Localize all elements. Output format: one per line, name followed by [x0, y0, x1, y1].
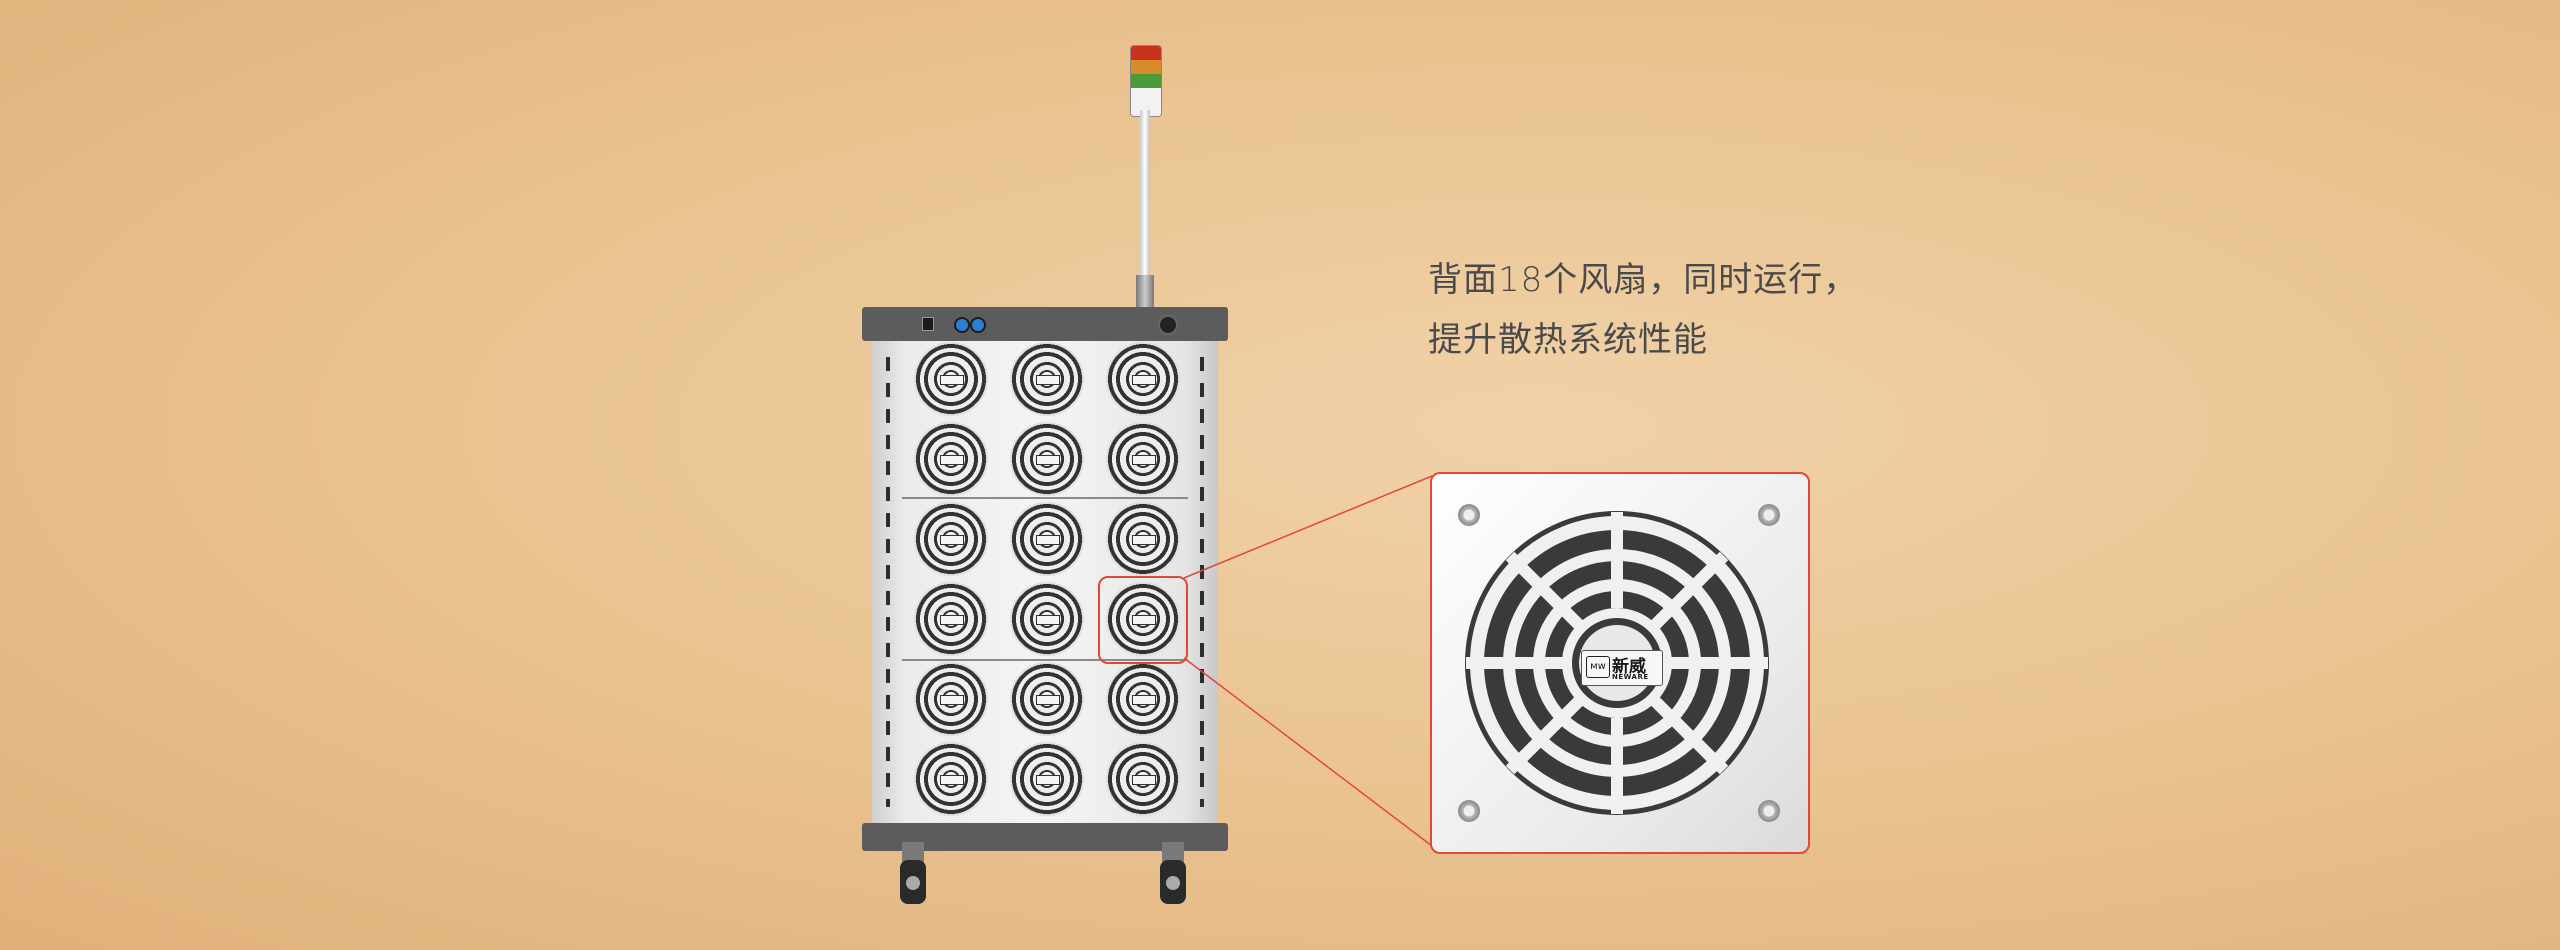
fan-closeup-panel: ᴍᴡ 新威 NEWARE	[1430, 472, 1810, 854]
neware-logo: ᴍᴡ 新威 NEWARE	[1581, 650, 1663, 686]
network-port	[954, 317, 970, 333]
vent-slots-right	[1200, 357, 1204, 807]
cooling-fan	[1010, 662, 1084, 736]
highlighted-fan-frame	[1098, 576, 1188, 664]
cooling-fan	[914, 582, 988, 656]
cabinet	[862, 307, 1228, 851]
cooling-fan	[914, 342, 988, 416]
cooling-fan	[1010, 742, 1084, 816]
logo-mark-icon: ᴍᴡ	[1586, 656, 1610, 678]
signal-tower-base	[1136, 275, 1154, 309]
cooling-fan	[1106, 742, 1180, 816]
cooling-fan	[914, 662, 988, 736]
signal-tower-light	[1130, 45, 1162, 117]
cooling-fan	[1106, 582, 1180, 656]
cooling-fan	[1106, 662, 1180, 736]
cooling-fan	[1106, 422, 1180, 496]
mounting-screw	[1758, 800, 1780, 822]
cooling-fan	[1010, 582, 1084, 656]
cooling-fan	[914, 502, 988, 576]
cooling-fan	[1106, 502, 1180, 576]
logo-chinese: 新威	[1612, 657, 1646, 677]
power-switch	[922, 317, 934, 331]
mounting-screw	[1758, 504, 1780, 526]
signal-tower-pole	[1140, 110, 1150, 310]
headline: 背面18个风扇，同时运行， 提升散热系统性能	[1428, 250, 1858, 370]
panel-divider	[902, 497, 1188, 499]
cooling-fan	[914, 742, 988, 816]
panel-divider	[902, 659, 1188, 661]
cooling-fan	[1106, 342, 1180, 416]
cooling-fan	[1010, 502, 1084, 576]
caster-wheel	[896, 842, 930, 908]
cable-connector	[1158, 315, 1178, 335]
logo-english: NEWARE	[1612, 673, 1649, 681]
mounting-screw	[1458, 504, 1480, 526]
cooling-fan	[1010, 342, 1084, 416]
vent-slots-left	[886, 357, 890, 807]
caster-wheel	[1156, 842, 1190, 908]
headline-line-2: 提升散热系统性能	[1428, 320, 1708, 360]
headline-line-1: 背面18个风扇，同时运行，	[1428, 260, 1859, 300]
cooling-fan	[1010, 422, 1084, 496]
cabinet-top-panel	[862, 307, 1228, 341]
cooling-fan	[914, 422, 988, 496]
network-port	[970, 317, 986, 333]
mounting-screw	[1458, 800, 1480, 822]
